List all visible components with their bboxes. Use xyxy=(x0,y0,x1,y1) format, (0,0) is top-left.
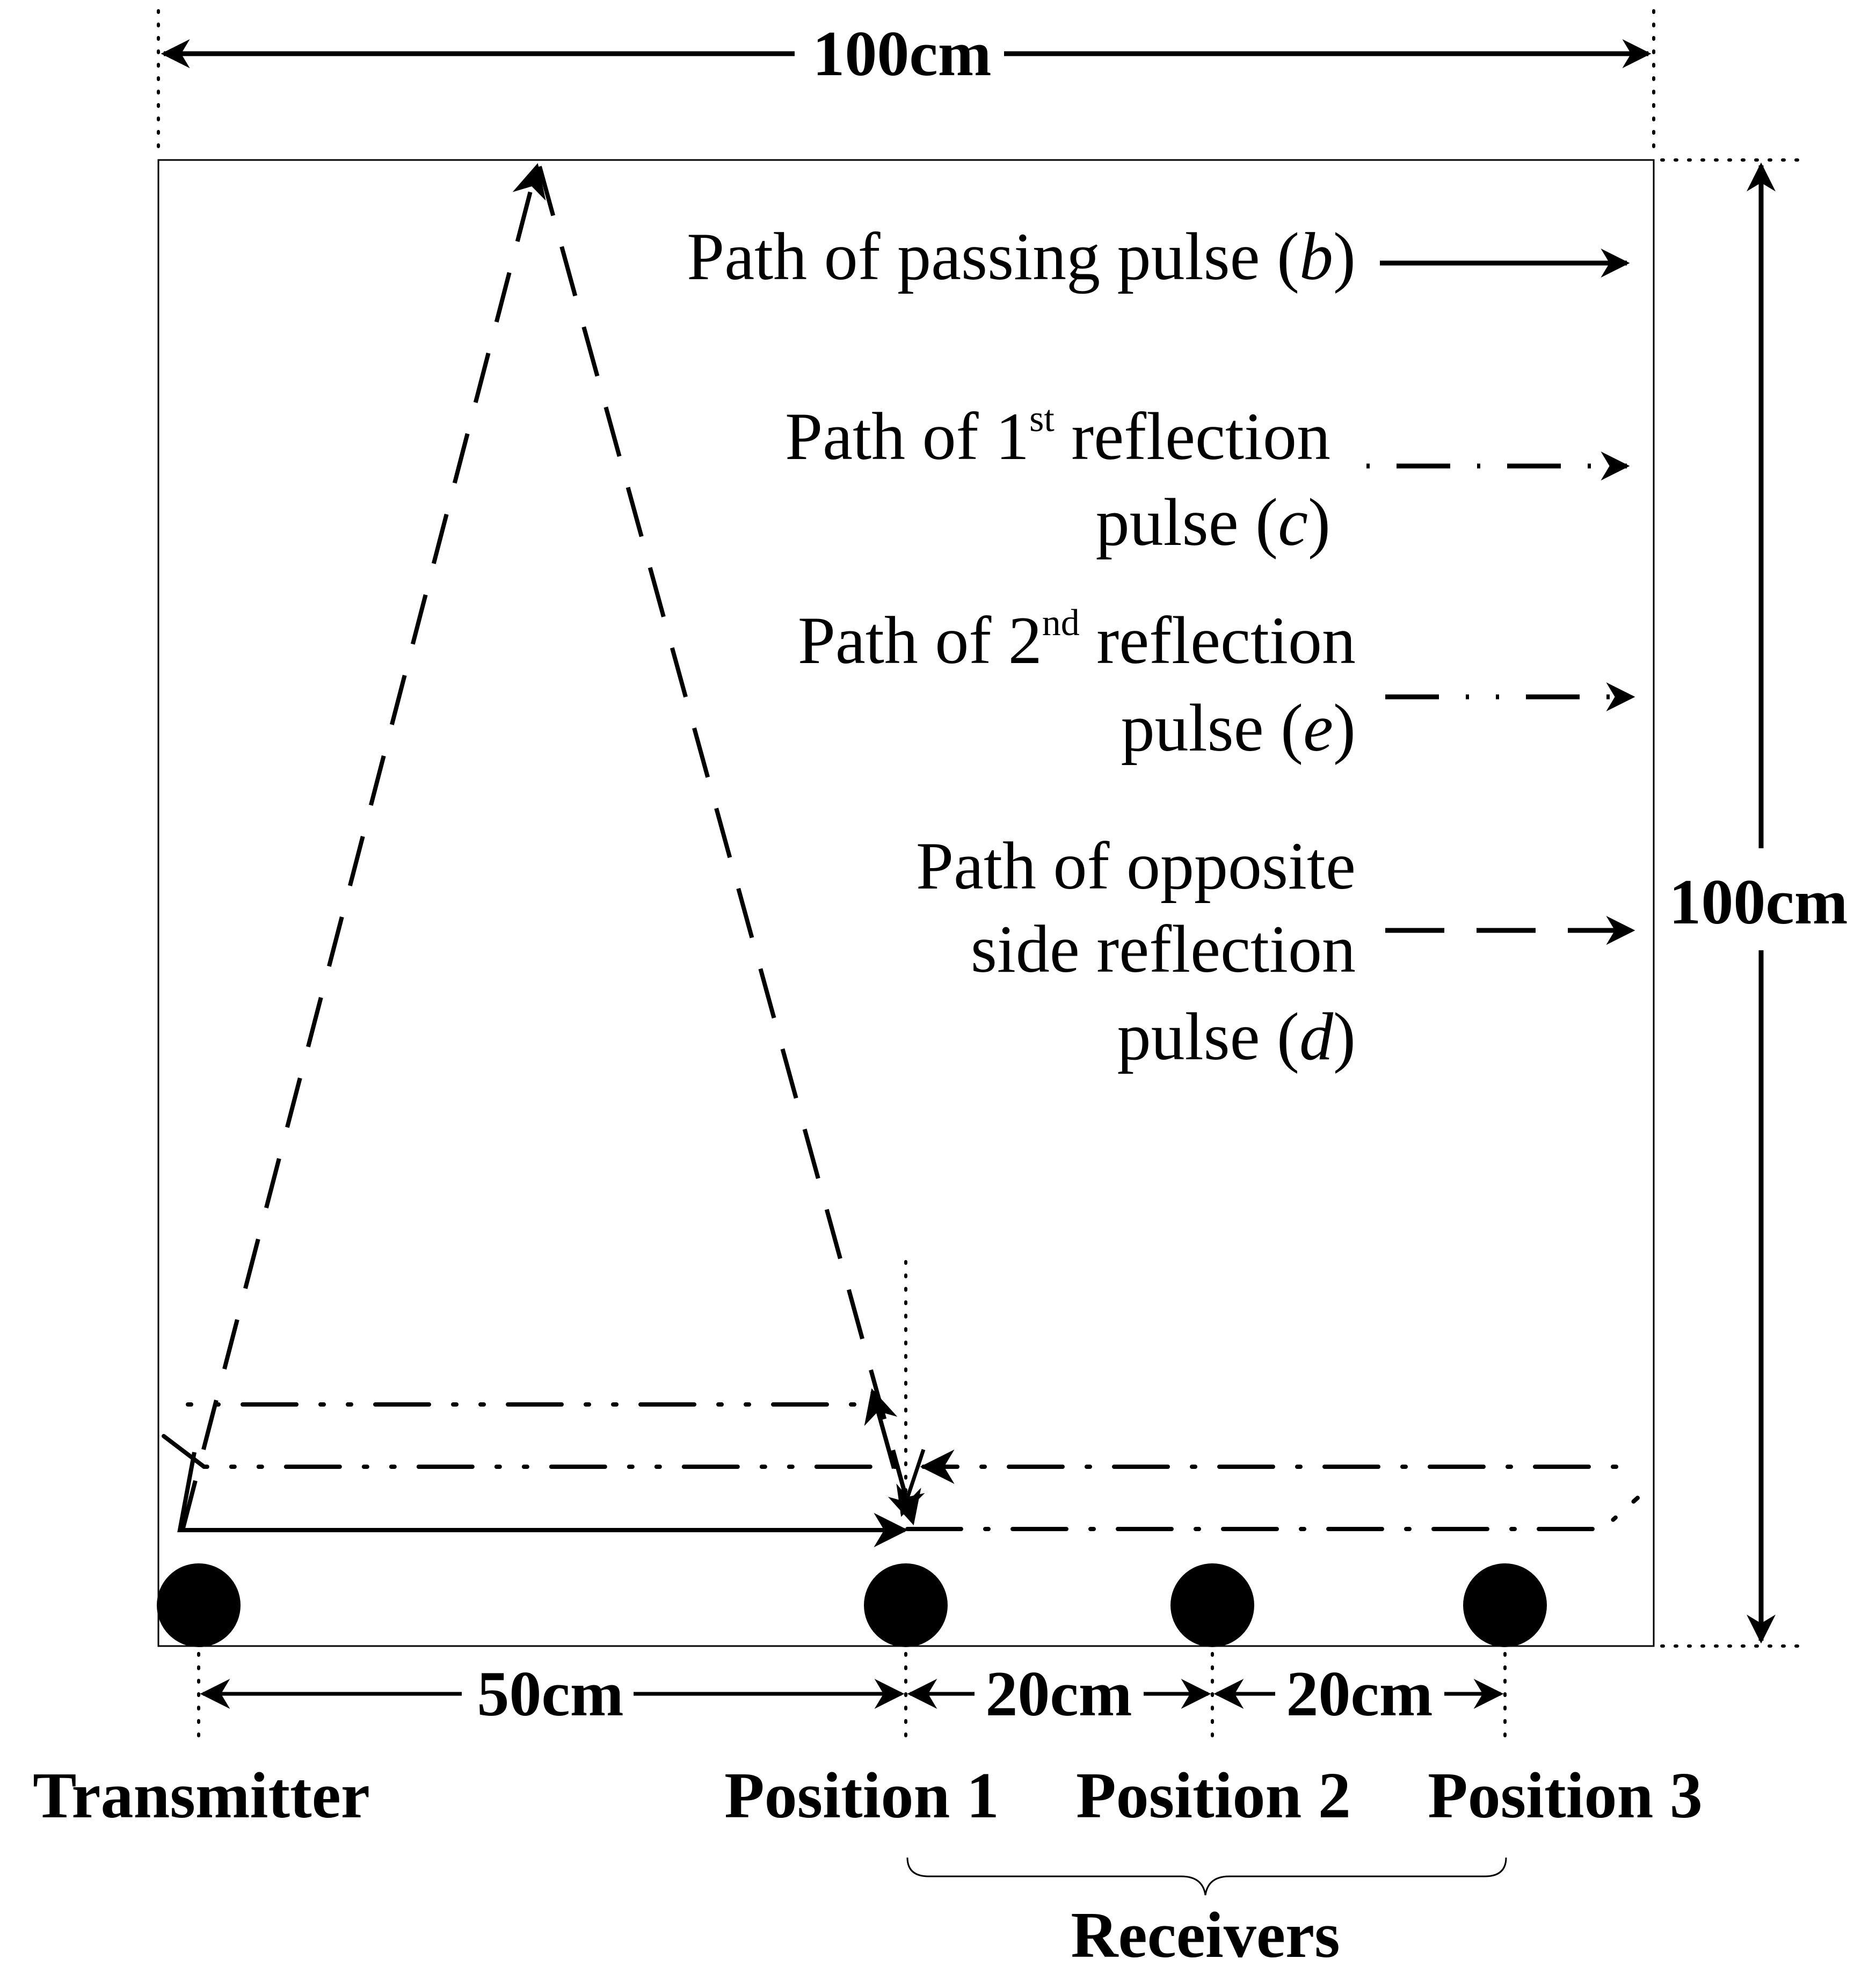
receivers-brace xyxy=(906,1857,1507,1896)
span-20a-label: 20cm xyxy=(985,1658,1132,1729)
path-first-reflection xyxy=(905,1496,1640,1531)
receivers-label: Receivers xyxy=(1071,1899,1340,1971)
legend-first-line2: pulse (c) xyxy=(1096,485,1330,560)
path-second-reflection-arrow xyxy=(864,1388,898,1469)
span-20b-label: 20cm xyxy=(1286,1658,1433,1729)
position2-label: Position 2 xyxy=(1076,1759,1351,1832)
receiver-position3-marker xyxy=(1463,1563,1547,1647)
path-second-reflection-lower xyxy=(162,1434,904,1469)
path-opposite-side-up xyxy=(180,163,546,1531)
path-passing-pulse xyxy=(177,1452,908,1547)
height-label: 100cm xyxy=(1669,866,1848,937)
legend-opposite-line3: pulse (d) xyxy=(1117,1000,1356,1074)
legend-passing-text: Path of passing pulse (b) xyxy=(687,220,1356,294)
position1-label: Position 1 xyxy=(724,1759,999,1832)
width-label: 100cm xyxy=(812,18,991,89)
legend-first-line1: Path of 1st reflection xyxy=(785,398,1330,474)
legend-second-line2: pulse (e) xyxy=(1121,691,1356,766)
legend-second-line1: Path of 2nd reflection xyxy=(798,602,1356,678)
position3-label: Position 3 xyxy=(1428,1759,1703,1832)
transmitter-marker xyxy=(157,1563,241,1647)
receiver-position1-marker xyxy=(864,1563,948,1647)
receiver-position2-marker xyxy=(1170,1563,1254,1647)
transmitter-label: Transmitter xyxy=(33,1759,370,1832)
span-50-label: 50cm xyxy=(477,1658,623,1729)
legend-opposite-line2: side reflection xyxy=(971,912,1356,987)
path-opposite-side-down xyxy=(537,165,921,1526)
legend-opposite-line1: Path of opposite xyxy=(916,829,1356,904)
